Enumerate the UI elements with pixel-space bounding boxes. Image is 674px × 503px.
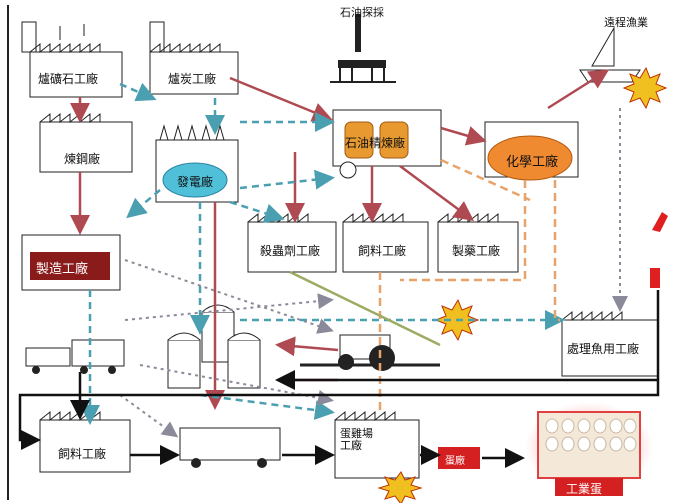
label-ore-plant: 爐礦石工廠 — [38, 72, 99, 86]
eggs-tray — [525, 402, 653, 496]
label-ocean-fishing: 遠程漁業 — [604, 16, 648, 29]
label-power-plant: 發電廠 — [177, 175, 214, 189]
label-fishmeal-plant: 處理魚用工廠 — [567, 342, 640, 356]
cyan-flows — [80, 82, 565, 425]
factory-refinery — [332, 109, 442, 179]
label-oil-exploration: 石油探採 — [340, 6, 384, 19]
label-feed-plant: 飼料工廠 — [58, 447, 107, 461]
label-fertilizer-plant: 飼料工廠 — [358, 244, 407, 258]
label-pharma-plant: 製藥工廠 — [452, 244, 501, 258]
tractor — [300, 334, 440, 371]
factory-chemical — [484, 121, 579, 181]
truck-middle — [179, 427, 281, 468]
olive-flow — [289, 270, 441, 347]
red-bar-right — [650, 268, 660, 288]
label-coal-plant: 爐炭工廠 — [168, 72, 217, 86]
red-box — [438, 447, 480, 469]
label-chemical-plant: 化學工廠 — [506, 155, 559, 170]
factory-poultry — [334, 410, 420, 479]
factory-pharma — [437, 212, 519, 273]
label-steel-plant: 煉鋼廠 — [64, 152, 101, 166]
factory-manufacturing — [21, 234, 121, 291]
truck-left — [25, 339, 125, 374]
silos — [167, 304, 261, 389]
grey-flows — [119, 108, 628, 438]
red-slash-right — [652, 212, 668, 232]
black-flows — [18, 290, 660, 468]
label-red-box: 蛋廠 — [445, 456, 465, 467]
factory-fishmeal — [561, 310, 659, 377]
label-oil-refinery: 石油精煉廠 — [345, 136, 406, 150]
factory-fertilizer — [342, 212, 429, 273]
label-manufacturing: 製造工廠 — [36, 262, 89, 277]
factory-pesticide — [247, 212, 337, 273]
label-poultry-farm: 蛋雞場 工廠 — [340, 427, 373, 452]
factory-coal — [149, 21, 239, 95]
factory-ore — [21, 21, 123, 98]
oil-platform — [330, 14, 396, 83]
factory-feed — [39, 410, 131, 473]
orange-flows — [378, 158, 560, 410]
label-pesticide-plant: 殺蟲劑工廠 — [260, 244, 321, 258]
label-factory-eggs: 工業蛋 — [566, 482, 603, 496]
factory-power — [155, 124, 239, 203]
